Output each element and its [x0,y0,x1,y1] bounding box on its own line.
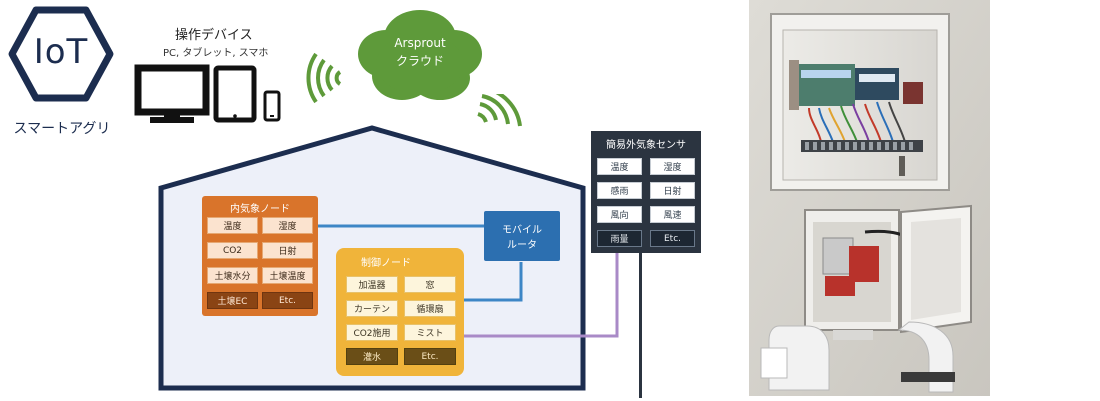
control-to-sensor-line [464,252,619,338]
control-box-photo [749,0,990,396]
wifi-right-icon [477,94,522,127]
control-cell-irrigation: 灌水 [346,348,398,365]
devices-icon [134,64,281,123]
hexagon-logo-icon [8,6,114,102]
inner-cell-solar: 日射 [262,242,313,259]
inner-cell-soil-moisture: 土壌水分 [207,267,258,284]
control-cell-mist: ミスト [404,324,456,341]
iot-logo: IoT スマートアグリ [2,4,120,138]
cloud-label-1: Arsprout [394,36,446,50]
sensor-pole [639,250,642,398]
control-node-title: 制御ノード [361,258,411,269]
wifi-left-icon [306,52,342,104]
inner-cell-co2: CO2 [207,242,258,259]
sensor-cell-wind-speed: 風速 [650,206,695,223]
control-cell-circulation-fan: 循環扇 [404,300,456,317]
control-node: 制御ノード 加温器 窓 カーテン 循環扇 CO2施用 ミスト 灌水 Etc. [336,248,464,376]
devices-title: 操作デバイス [175,28,253,43]
sensor-cell-rainfall: 雨量 [597,230,642,247]
control-cell-heater: 加温器 [346,276,398,293]
sensor-cell-temp: 温度 [597,158,642,175]
inner-cell-etc: Etc. [262,292,313,309]
inner-cell-soil-ec: 土壌EC [207,292,258,309]
mobile-router: モバイル ルータ [484,211,560,261]
control-cell-etc: Etc. [404,348,456,365]
sensor-cell-rain-detect: 感雨 [597,182,642,199]
top-box-photo [770,13,950,191]
photo-panel [749,0,990,396]
cloud-icon [358,10,482,100]
monitor-icon [134,64,210,123]
logo-caption: スマートアグリ [13,121,111,137]
sensor-cell-etc: Etc. [650,230,695,247]
sensor-cell-solar: 日射 [650,182,695,199]
devices-subtitle: PC, タブレット, スマホ [163,48,269,59]
router-label-1: モバイル [502,225,542,236]
logo-text: IoT [33,32,89,72]
sensor-cell-wind-direction: 風向 [597,206,642,223]
inner-cell-humidity: 湿度 [262,217,313,234]
phone-icon [263,90,281,122]
sensor-title: 簡易外気象センサ [606,140,686,151]
control-to-router-line [464,262,523,302]
bottom-box-photo [760,204,972,393]
sensor-cell-humidity: 湿度 [650,158,695,175]
inner-node-title: 内気象ノード [230,204,290,215]
inner-cell-temp: 温度 [207,217,258,234]
tablet-icon [213,65,257,123]
inner-weather-node: 内気象ノード 温度 湿度 CO2 日射 土壌水分 土壌温度 土壌EC Etc. [202,196,318,316]
cloud-label-2: クラウド [395,54,444,68]
control-cell-co2-supply: CO2施用 [346,324,398,341]
control-cell-window: 窓 [404,276,456,293]
inner-cell-soil-temp: 土壌温度 [262,267,313,284]
outdoor-weather-sensor: 簡易外気象センサ 温度 湿度 感雨 日射 風向 風速 雨量 Etc. [591,131,701,253]
router-label-2: ルータ [507,240,537,251]
control-cell-curtain: カーテン [346,300,398,317]
